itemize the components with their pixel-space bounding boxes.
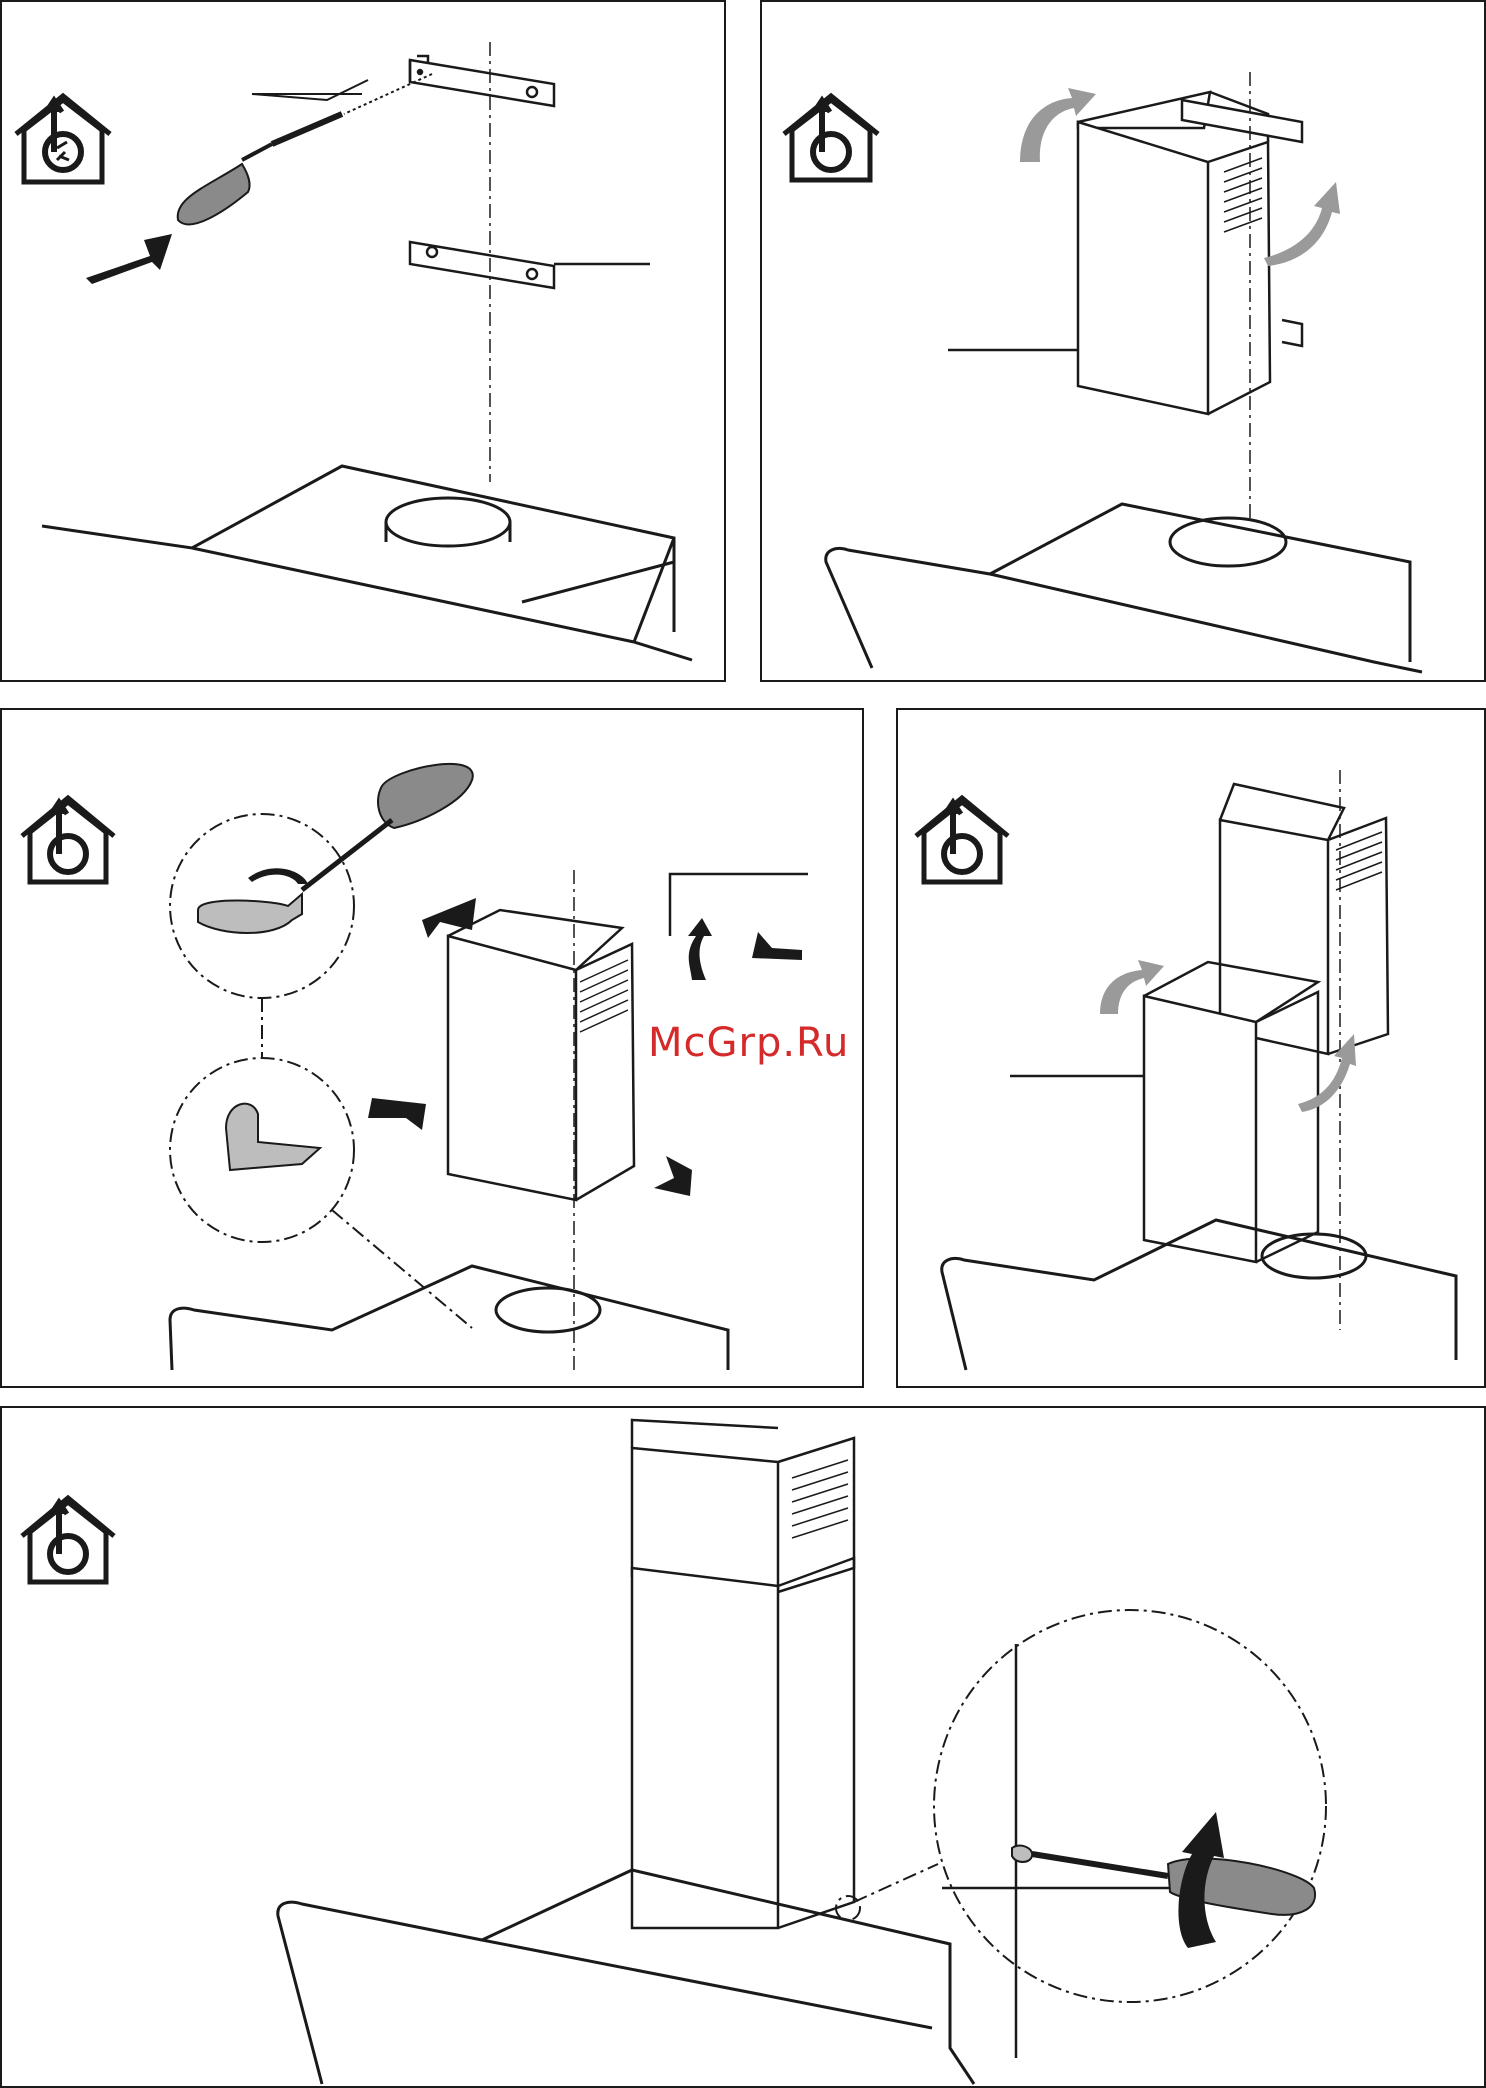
ducting-house-icon — [16, 96, 110, 182]
step-5-illustration — [2, 1408, 1486, 2088]
hood-top — [170, 1266, 728, 1370]
bracket-top — [410, 56, 554, 106]
chimney-assembled — [632, 1420, 854, 1928]
panel-step-5 — [0, 1406, 1486, 2088]
ducting-house-icon — [916, 798, 1008, 882]
detail-circles — [170, 814, 472, 1328]
detail-circle — [836, 1610, 1326, 2002]
hood-top — [826, 504, 1422, 672]
bracket-bottom — [410, 242, 650, 288]
watermark-text: McGrp.Ru — [648, 1020, 849, 1066]
ducting-house-icon — [784, 96, 878, 180]
detail-screwdriver — [198, 764, 473, 1170]
ducting-house-icon — [22, 1498, 114, 1582]
screwdriver — [86, 74, 432, 284]
panel-step-2 — [760, 0, 1486, 682]
step-1-illustration — [2, 2, 726, 682]
step-4-illustration — [898, 710, 1486, 1388]
hood-top — [278, 1870, 974, 2084]
detail-screwdriver — [942, 1644, 1315, 2058]
step-2-illustration — [762, 2, 1486, 682]
panel-step-4 — [896, 708, 1486, 1388]
hood-top — [42, 466, 692, 660]
chimney-upper — [763, 2, 1270, 414]
chimney-upper — [1220, 784, 1388, 1054]
ducting-house-icon — [22, 798, 114, 882]
push-arrow — [86, 234, 172, 284]
panel-step-1 — [0, 0, 726, 682]
